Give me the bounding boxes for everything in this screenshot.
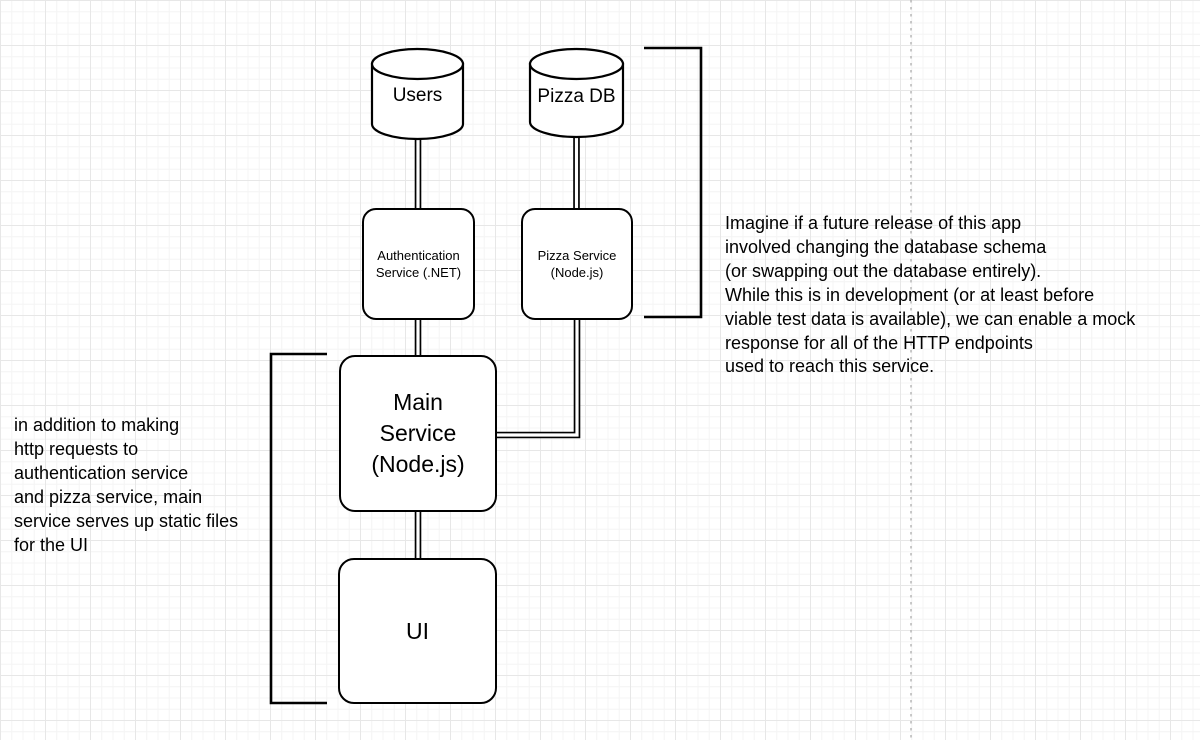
node-main-service-label: Main Service (Node.js) [371,389,465,477]
left-note-bracket [269,352,327,705]
right-note-bracket [644,46,703,319]
right-annotation: Imagine if a future release of this app … [725,213,1136,377]
users-db-cylinder [370,47,465,141]
users-db-label: Users [392,85,443,106]
node-main-service: Main Service (Node.js) [339,355,497,512]
pizza-db-cylinder [528,47,625,139]
node-pizza-service-label: Pizza Service (Node.js) [537,248,617,280]
node-ui: UI [338,558,497,704]
pizza-db-label: Pizza DB [537,86,616,107]
node-auth-service: Authentication Service (.NET) [362,208,475,320]
node-auth-service-label: Authentication Service (.NET) [375,248,462,280]
node-pizza-service: Pizza Service (Node.js) [521,208,633,320]
node-ui-label: UI [406,617,429,644]
connector-pizzaservice-to-main [495,318,581,439]
left-annotation: in addition to making http requests to a… [14,415,239,555]
